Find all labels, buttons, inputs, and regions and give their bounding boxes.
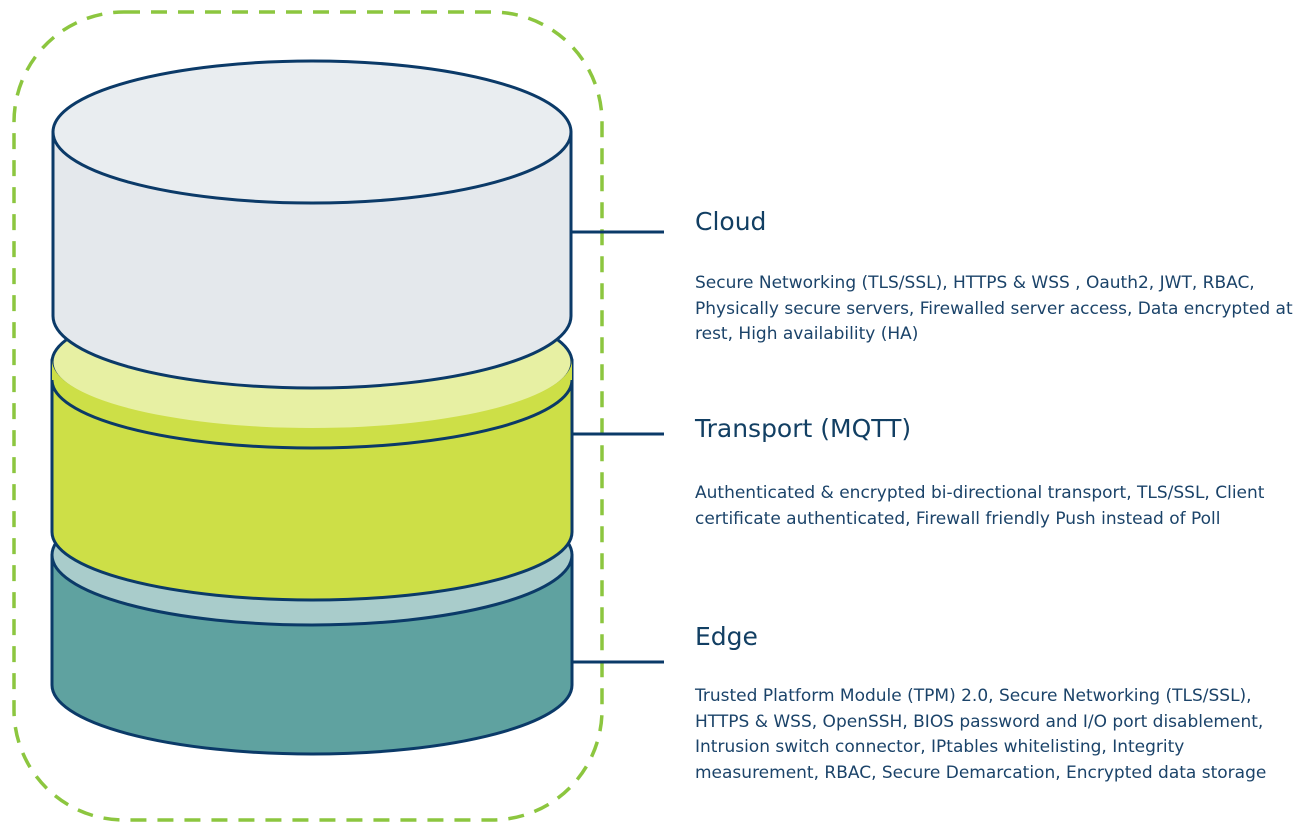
edge-layer-title: Edge [695, 622, 758, 651]
cloud-layer-disk [51, 59, 573, 390]
dashed-boundary [12, 10, 604, 822]
transport-layer-title: Transport (MQTT) [695, 414, 912, 443]
edge-layer-description: Trusted Platform Module (TPM) 2.0, Secur… [695, 686, 1267, 783]
cloud-layer-title: Cloud [695, 207, 767, 236]
transport-layer-description: Authenticated & encrypted bi-directional… [695, 483, 1265, 529]
cloud-layer-description: Secure Networking (TLS/SSL), HTTPS & WSS… [695, 273, 1293, 344]
